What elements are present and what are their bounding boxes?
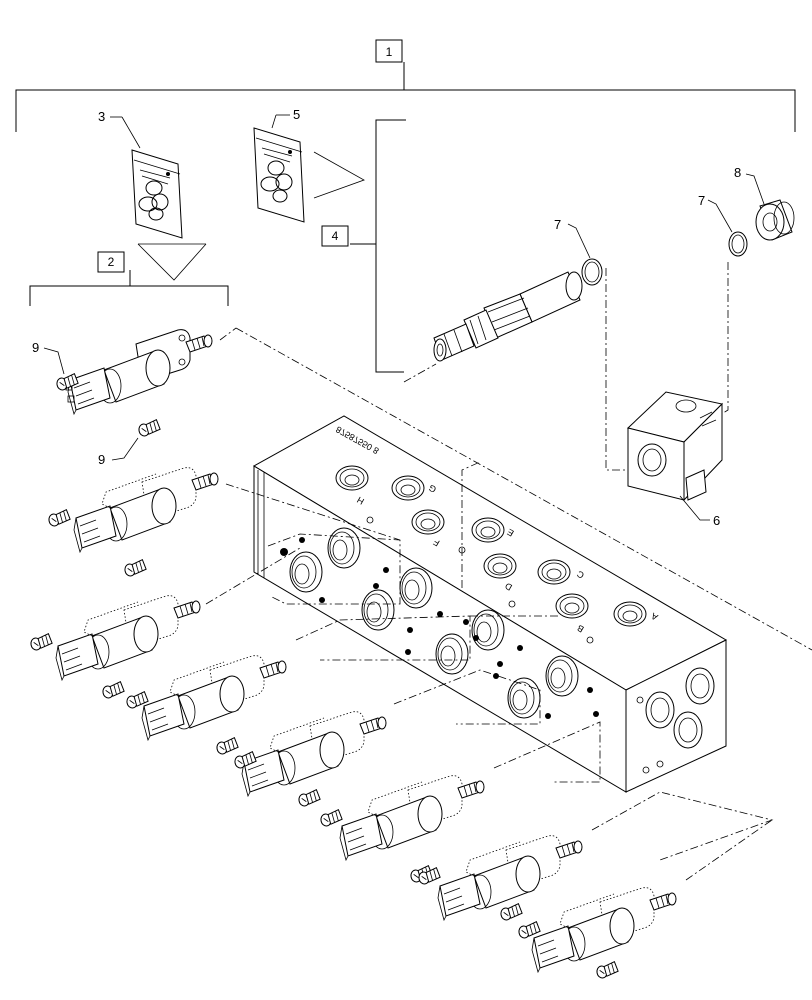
assembly-bracket-4 <box>321 119 406 373</box>
callout-5: 5 <box>293 107 300 122</box>
seal-kit-bag-5 <box>253 127 305 223</box>
valve-letter-F: F <box>431 537 441 549</box>
alignment-lines <box>205 461 774 881</box>
callout-2: 2 <box>108 255 115 269</box>
callout-7b: 7 <box>698 193 705 208</box>
o-ring-7b <box>728 231 748 257</box>
valve-letter-A: A <box>649 611 659 623</box>
callout-4: 4 <box>332 229 339 243</box>
valve-letter-G: G <box>427 483 438 495</box>
valve-letter-H: H <box>355 495 366 507</box>
callout-7a: 7 <box>554 217 561 232</box>
screw-9b <box>137 418 162 438</box>
seal-kit-bag-3 <box>131 149 183 239</box>
valve-letter-B: B <box>575 623 585 635</box>
callout-9a: 9 <box>32 340 39 355</box>
cartridge-valve <box>433 271 583 362</box>
solenoid-valve-2 <box>65 329 213 415</box>
valve-letter-E: E <box>505 527 515 539</box>
top-ports <box>335 465 647 644</box>
nut-8 <box>755 199 795 241</box>
callout-6: 6 <box>713 513 720 528</box>
front-ports <box>280 527 599 719</box>
assembly-bracket-2 <box>29 243 229 306</box>
callout-3: 3 <box>98 109 105 124</box>
callout-8: 8 <box>734 165 741 180</box>
callout-1: 1 <box>386 45 393 59</box>
assembly-bracket-1 <box>15 39 796 132</box>
callout-9b: 9 <box>98 452 105 467</box>
valve-letter-C: C <box>575 568 586 580</box>
o-ring-7 <box>581 258 603 286</box>
solenoid-coil-6 <box>626 391 724 502</box>
end-ports <box>636 667 715 774</box>
valve-letter-D: D <box>503 580 514 592</box>
